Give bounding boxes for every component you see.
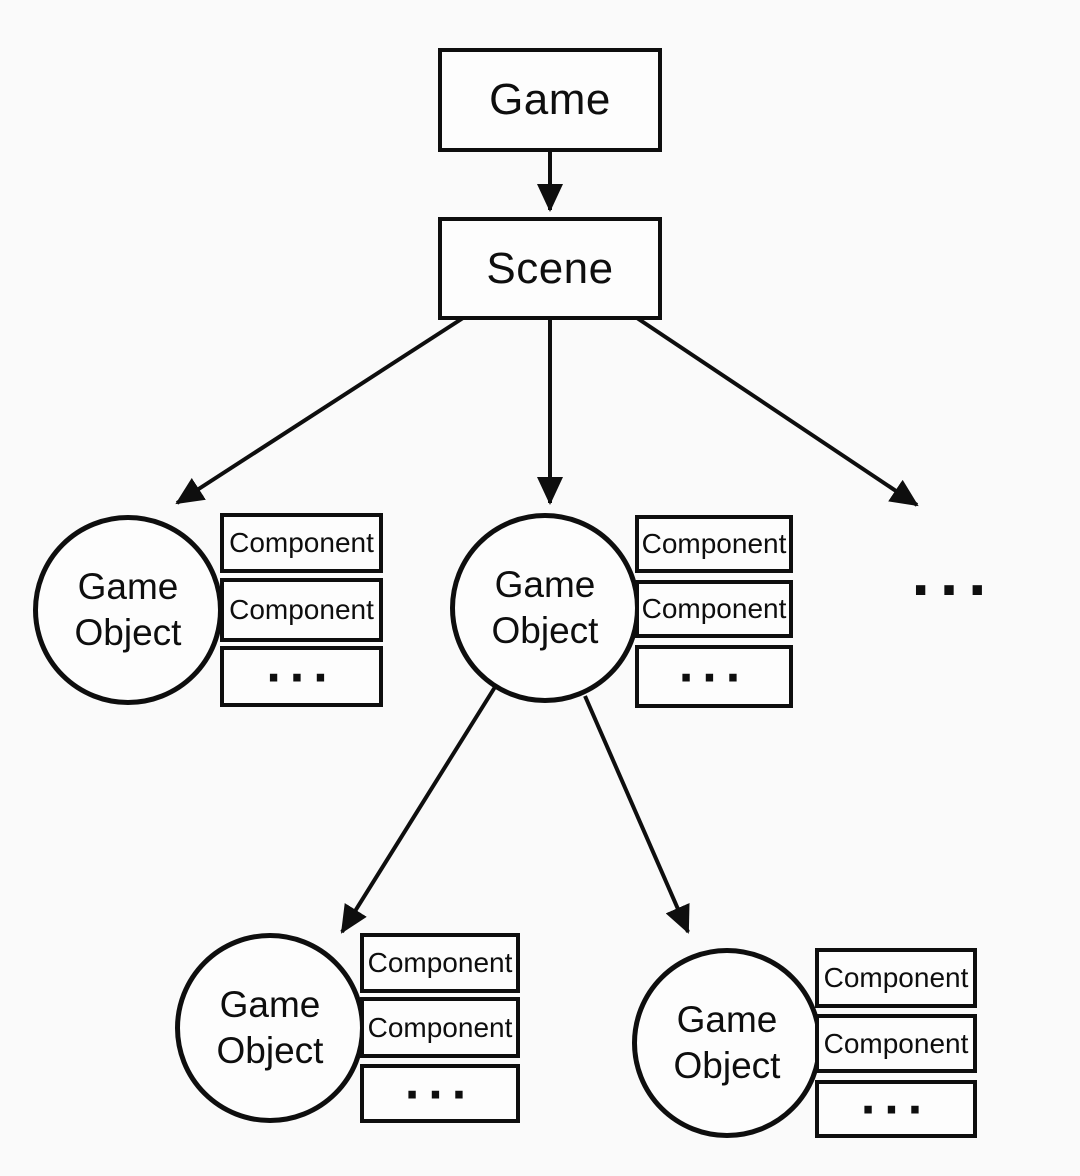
more-scene-children-ellipsis: ... <box>888 535 1020 636</box>
component-box: Component <box>360 997 520 1058</box>
component-label: Component <box>229 527 374 558</box>
component-box: Component <box>635 580 793 638</box>
game-node: Game <box>438 48 662 152</box>
more-components-box: ... <box>220 638 383 707</box>
component-label: Component <box>229 594 374 625</box>
scene-node-label: Scene <box>486 243 614 293</box>
scene-node: Scene <box>438 217 662 320</box>
component-label: Component <box>641 528 787 559</box>
component-box: Component <box>360 933 520 993</box>
ellipsis-label: ... <box>266 635 337 694</box>
component-label: Component <box>641 593 787 624</box>
game-object-circle-1: Game Object <box>33 515 223 705</box>
arrow-scene-to-gameobject-1 <box>175 316 465 505</box>
component-box: Component <box>220 578 383 642</box>
component-label: Component <box>823 962 969 993</box>
component-label: Component <box>367 1011 513 1043</box>
more-components-box: ... <box>360 1055 520 1123</box>
arrow-scene-to-more-children <box>635 316 919 507</box>
ellipsis-label: ... <box>860 1067 932 1126</box>
component-box: Component <box>815 1014 977 1073</box>
arrow-gameobject2-to-child-1 <box>340 685 497 934</box>
game-object-label: Game Object <box>216 983 324 1071</box>
component-label: Component <box>823 1027 969 1059</box>
game-object-label: Game Object <box>491 563 599 651</box>
ellipsis-label: ... <box>404 1052 476 1111</box>
component-label: Component <box>367 947 513 978</box>
ellipsis-label: ... <box>911 535 997 610</box>
component-box: Component <box>815 948 977 1008</box>
component-box: Component <box>635 515 793 573</box>
game-object-label: Game Object <box>74 565 182 653</box>
game-object-circle-2: Game Object <box>450 513 640 703</box>
more-components-box: ... <box>815 1071 977 1138</box>
more-components-box: ... <box>635 638 793 708</box>
ellipsis-label: ... <box>678 635 750 694</box>
game-object-label: Game Object <box>673 998 781 1086</box>
game-object-circle-3: Game Object <box>175 933 365 1123</box>
game-object-circle-4: Game Object <box>632 948 822 1138</box>
component-box: Component <box>220 513 383 573</box>
game-node-label: Game <box>489 75 611 124</box>
arrow-gameobject2-to-child-2 <box>583 695 690 934</box>
